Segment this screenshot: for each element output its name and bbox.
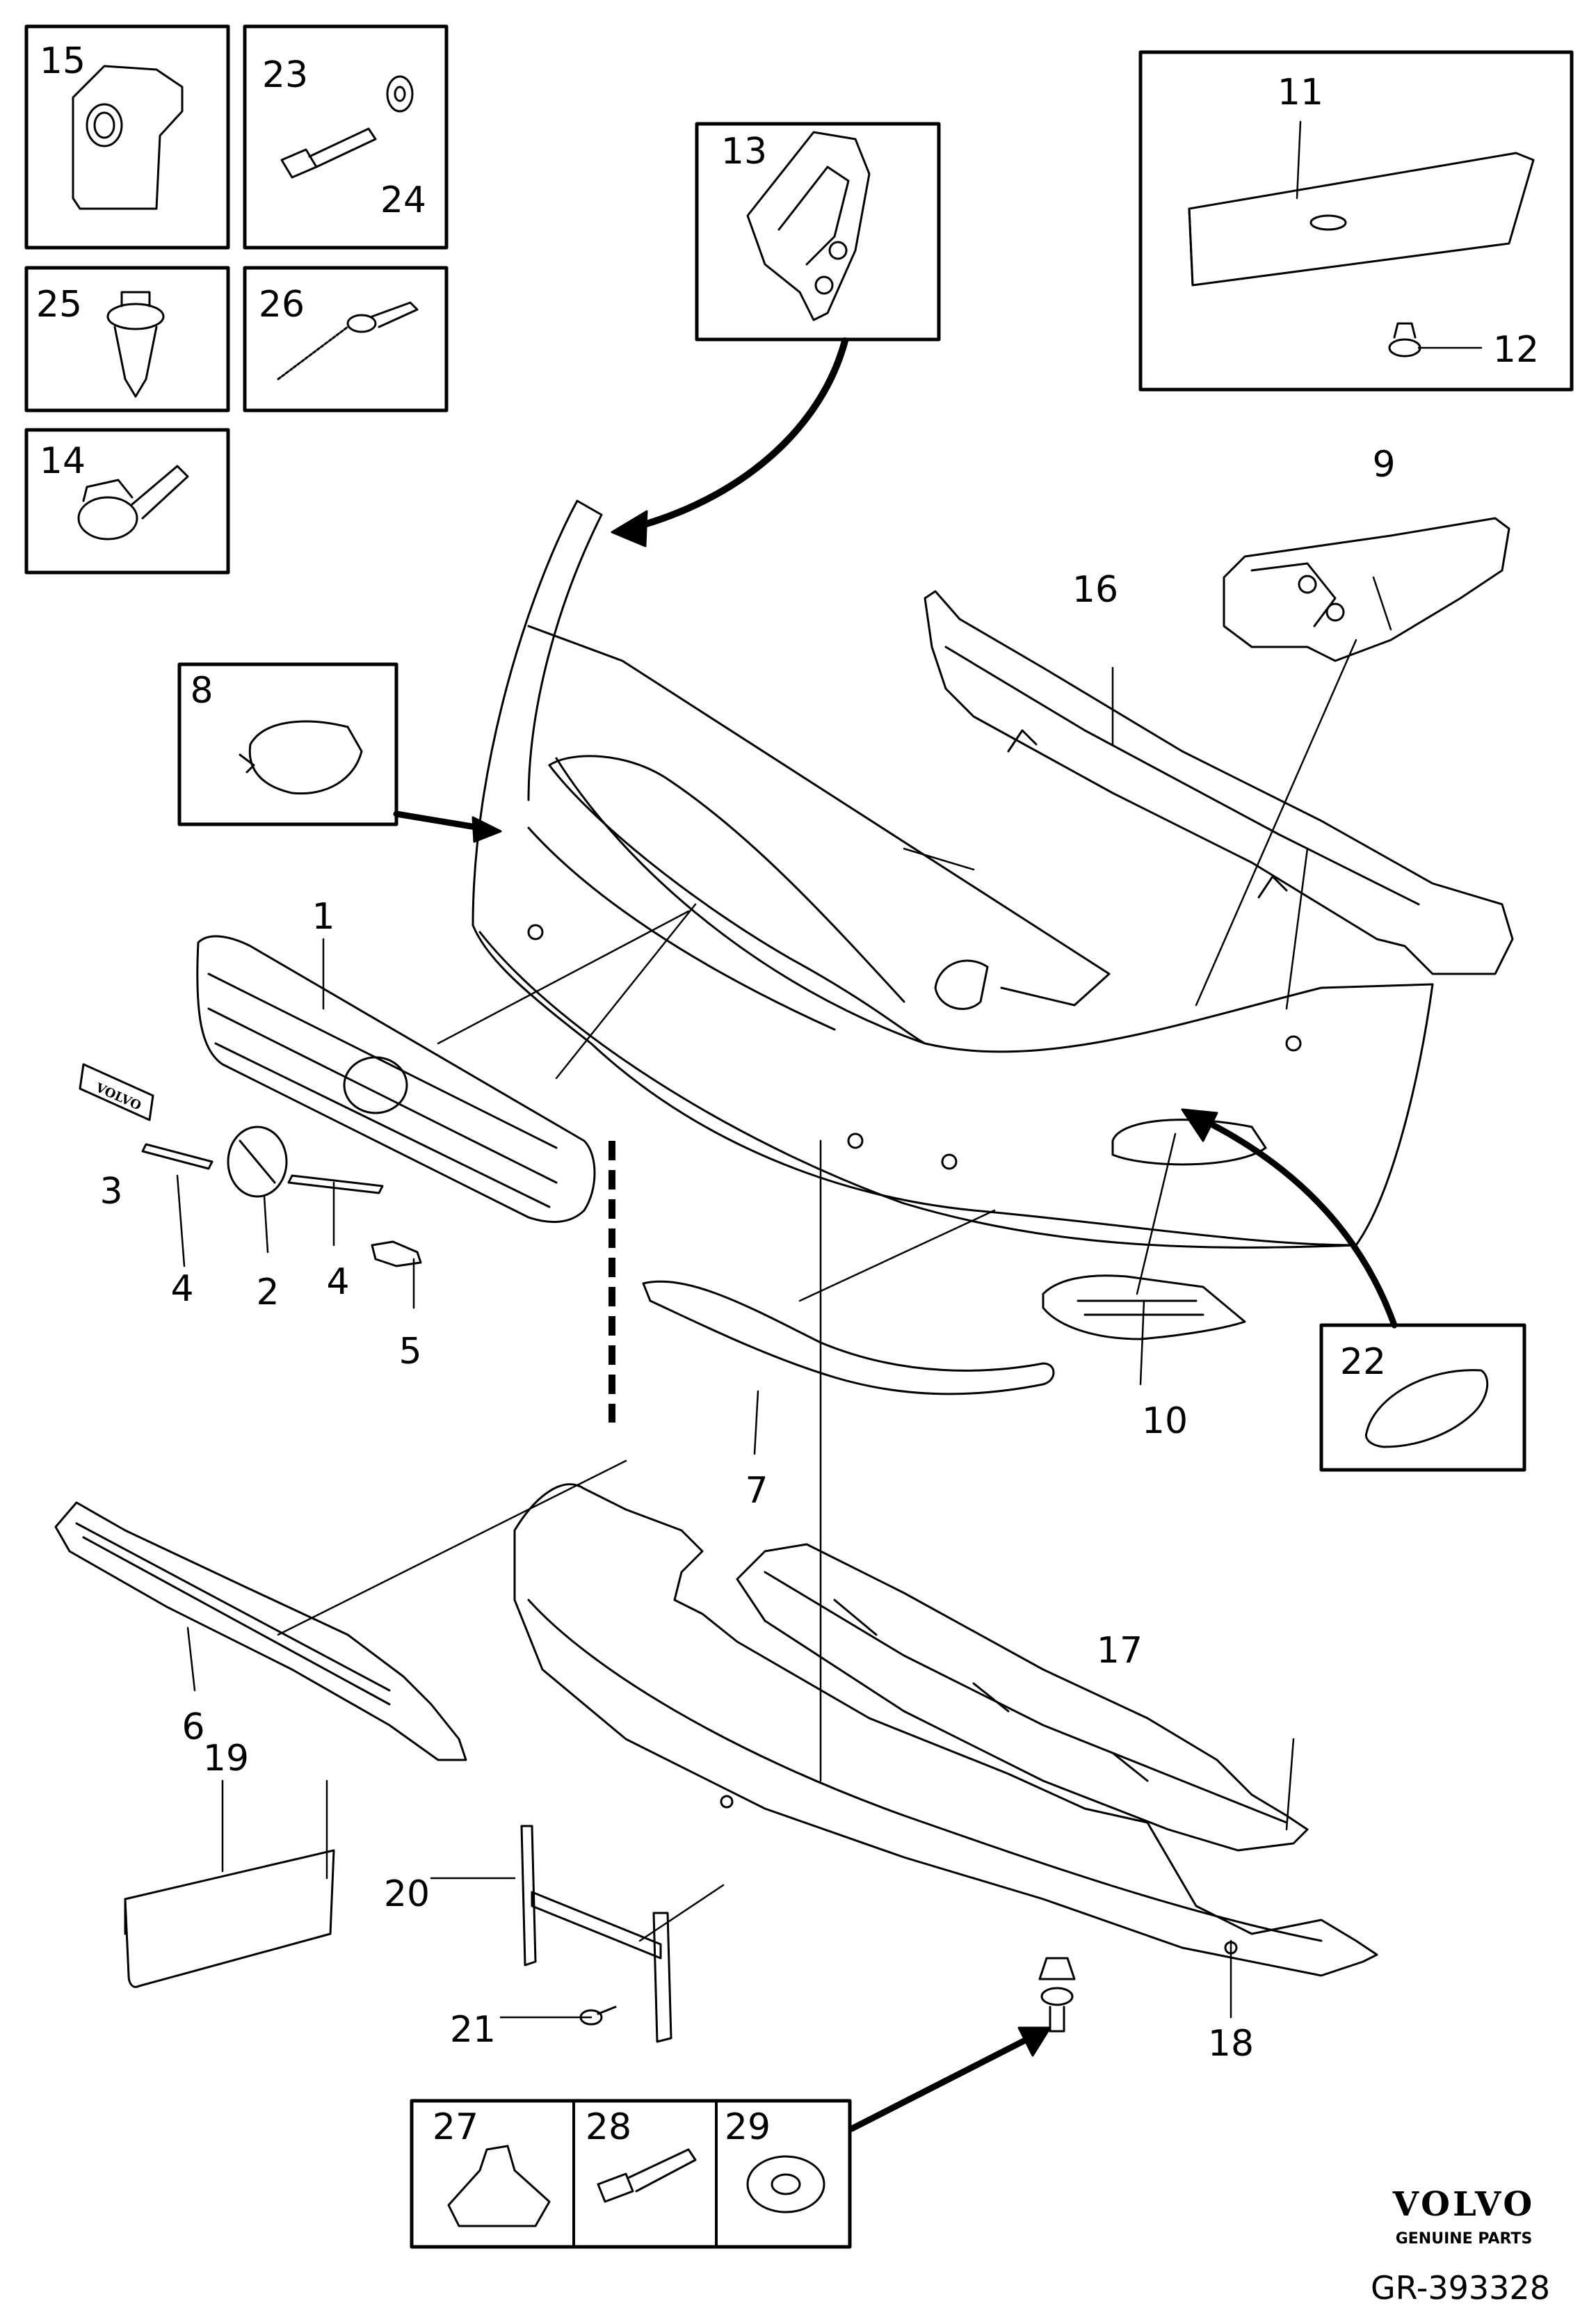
label-6: 6: [182, 1706, 204, 1748]
label-28: 28: [586, 2106, 631, 2148]
arrowhead-27-29: [1017, 2026, 1051, 2057]
label-20: 20: [384, 1873, 430, 1915]
arrowhead-13: [611, 510, 648, 547]
label-10: 10: [1142, 1400, 1188, 1442]
arrow-8: [393, 810, 483, 831]
label-18: 18: [1208, 2023, 1254, 2065]
clip-stack: [1038, 1957, 1076, 2033]
inset-box-8: [177, 662, 398, 826]
inset-box-27-28-29: [410, 2099, 852, 2249]
label-22: 22: [1340, 1341, 1386, 1383]
label-1: 1: [312, 896, 334, 938]
bumper-cover: [471, 499, 1434, 1249]
label-4-left: 4: [170, 1268, 193, 1310]
label-8: 8: [190, 670, 213, 712]
part-2-badge: [227, 1126, 288, 1198]
inset-box-11-12: [1138, 50, 1574, 392]
part-9: [1223, 517, 1510, 662]
part-1: [196, 935, 596, 1224]
label-15: 15: [40, 40, 86, 82]
arrowhead-22: [1181, 1108, 1218, 1142]
label-21: 21: [450, 2009, 496, 2051]
label-16: 16: [1072, 569, 1118, 611]
label-11: 11: [1277, 72, 1323, 113]
label-13: 13: [721, 131, 767, 173]
inset-box-23-24: [243, 24, 449, 250]
label-23: 23: [262, 54, 308, 96]
arrow-22: [1200, 1116, 1398, 1329]
part-6: [54, 1501, 467, 1761]
brand-sub: GENUINE PARTS: [1396, 2230, 1533, 2248]
label-7: 7: [745, 1470, 768, 1512]
label-24: 24: [380, 179, 426, 221]
inset-box-22: [1319, 1323, 1526, 1472]
inset-box-15: [24, 24, 230, 250]
leader-lines: [176, 576, 1392, 2019]
part-labels: 1 2 3 4 4 5 6 7 8 9 10 11 12 13 14 15 16…: [36, 40, 1539, 2148]
label-19: 19: [203, 1738, 249, 1779]
part-20: [520, 1825, 672, 2043]
part-7: [642, 1280, 1055, 1395]
label-3: 3: [99, 1171, 122, 1212]
label-14: 14: [40, 440, 86, 482]
inset-box-25: [24, 266, 230, 413]
part-17: [736, 1543, 1309, 1852]
label-26: 26: [259, 284, 305, 326]
emblem-text: VOLVO: [92, 1080, 143, 1114]
label-27: 27: [433, 2106, 478, 2148]
arrow-13: [626, 337, 848, 532]
inset-box-13: [695, 122, 941, 342]
label-2: 2: [256, 1272, 279, 1313]
label-12: 12: [1493, 329, 1539, 371]
part-16: [924, 590, 1514, 975]
part-19: [124, 1849, 335, 1988]
reference-code: GR-393328: [1371, 2269, 1550, 2307]
part-3-emblem: [79, 1063, 154, 1121]
brand-name: VOLVO: [1392, 2185, 1535, 2224]
arrow-27-29: [848, 2035, 1033, 2132]
part-4-right: [287, 1174, 384, 1194]
inset-box-26: [243, 266, 449, 413]
part-5: [371, 1240, 422, 1267]
part-4-left: [141, 1143, 213, 1170]
label-4-right: 4: [326, 1261, 349, 1303]
label-9: 9: [1372, 444, 1395, 486]
inset-box-14: [24, 428, 230, 575]
label-29: 29: [725, 2106, 771, 2148]
label-17: 17: [1097, 1630, 1143, 1672]
part-21: [579, 2005, 617, 2026]
label-5: 5: [398, 1331, 421, 1372]
part-18: [513, 1483, 1378, 1977]
label-25: 25: [36, 284, 82, 326]
